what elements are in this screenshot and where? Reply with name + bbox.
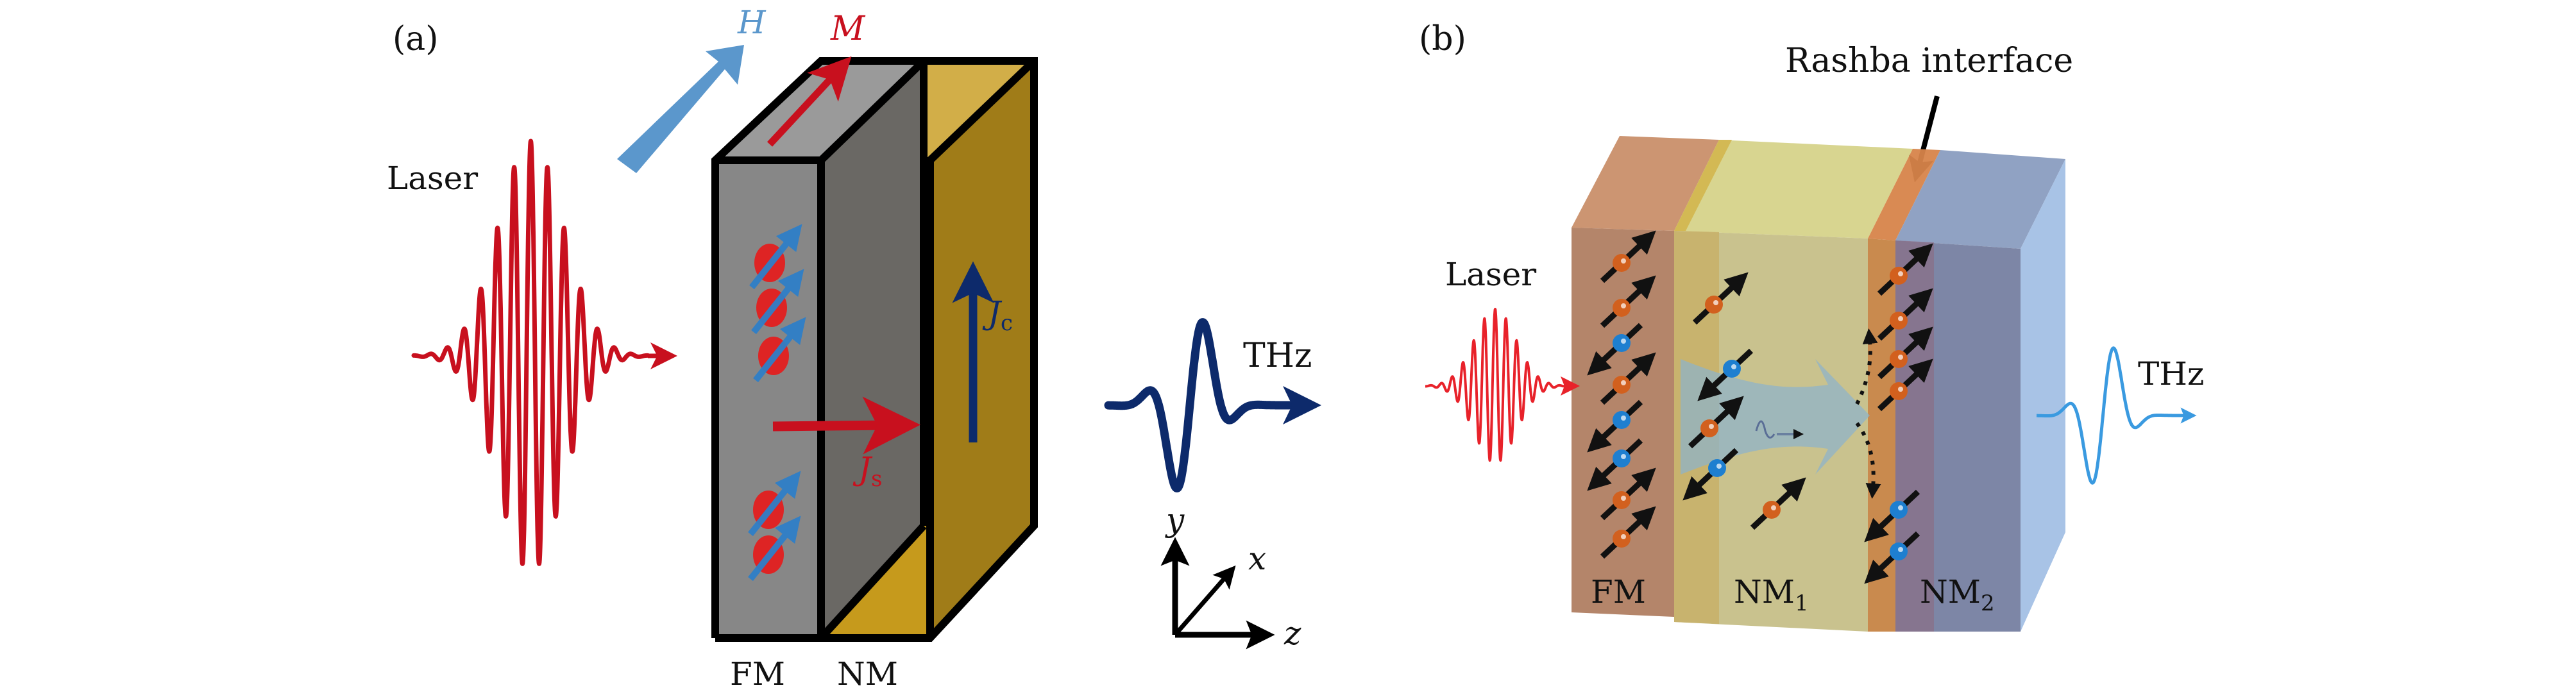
spin-up-electron-icon (1600, 230, 1656, 283)
panel-b-label: (b) (1419, 20, 1466, 58)
rashba-top-b (1868, 149, 1940, 240)
z-axis-label: z (1284, 615, 1301, 652)
slab-outline (711, 57, 1038, 642)
nm2-top-b (1895, 150, 2065, 249)
spin-down-electron-icon (1864, 489, 1920, 542)
x-axis-label: x (1248, 540, 1266, 577)
spin-electron-icon (749, 224, 802, 290)
spin-electron-icon (748, 516, 801, 582)
laser-pulse-b (1424, 308, 1566, 462)
deflect-up-path (1855, 328, 1878, 405)
thz-pulse-b (2035, 346, 2185, 485)
nm1-top-b (1674, 140, 1913, 239)
spin-electron-icon (753, 317, 806, 383)
x-axis-icon (1173, 565, 1236, 637)
layer-label-nm2-b: NM2 (1920, 573, 1995, 616)
thz-label-b: THz (2138, 355, 2204, 392)
spin-up-electron-icon (1877, 243, 1933, 296)
magnetization-arrow-icon (767, 56, 852, 147)
fm-top-face (715, 61, 924, 160)
panel-a-label: (a) (393, 20, 439, 58)
spin-up-electron-icon (1877, 358, 1933, 412)
nm-side-face (930, 61, 1034, 638)
spin-up-electron-icon (1600, 506, 1656, 559)
panel-a: (a) Laser H M (387, 4, 1321, 693)
spin-down-electron-icon (1697, 348, 1754, 401)
spin-down-electron-icon (1864, 531, 1920, 584)
spin-up-electron-icon (1600, 467, 1656, 521)
mini-pulse-icon (1755, 420, 1775, 439)
laser-label-a: Laser (387, 160, 478, 197)
spin-down-electron-icon (1587, 323, 1643, 376)
layer-label-fm-a: FM (730, 655, 785, 693)
nm2-side-b (2021, 159, 2065, 632)
spin-current-arrow-icon (772, 396, 920, 455)
rashba-annotation: Rashba interface (1785, 42, 2073, 80)
panel-b: (b) Rashba interface Laser THz (1419, 20, 2204, 632)
field-label: H (737, 4, 767, 41)
spin-up-electron-icon (1692, 272, 1749, 325)
fm-side-face (821, 61, 924, 638)
spin-down-electron-icon (1587, 438, 1643, 491)
spin-group-a (748, 224, 806, 582)
laser-pulse-a (411, 139, 650, 566)
spin-down-electron-icon (1682, 448, 1739, 501)
spin-up-electron-icon (1688, 396, 1744, 449)
spin-flow-arrow-icon (1681, 359, 1870, 474)
spin-down-electron-icon (1587, 399, 1643, 453)
laser-label-b: Laser (1445, 256, 1536, 293)
field-arrow-icon (617, 45, 744, 173)
layer-label-nm1-b: NM1 (1734, 573, 1809, 616)
fm-top-b (1572, 136, 1719, 231)
spin-up-electron-icon (1750, 477, 1806, 530)
spin-up-electron-icon (1877, 326, 1933, 380)
magnetization-label: M (830, 10, 866, 48)
y-axis-label: y (1165, 501, 1185, 539)
spin-electron-icon (751, 269, 804, 335)
thz-pulse-a (1104, 318, 1294, 492)
spin-up-electron-icon (1600, 352, 1656, 405)
layer-label-fm-b: FM (1591, 573, 1646, 610)
deflect-down-path (1855, 422, 1881, 499)
layer-label-nm-a: NM (837, 655, 898, 693)
spin-group-b (1587, 230, 1933, 584)
rashba-front-b (1868, 239, 1895, 632)
spin-up-electron-icon (1600, 275, 1656, 328)
coordinate-axes: y x z (1160, 501, 1301, 652)
spin-up-electron-icon (1877, 288, 1933, 341)
thz-label-a: THz (1243, 337, 1312, 375)
